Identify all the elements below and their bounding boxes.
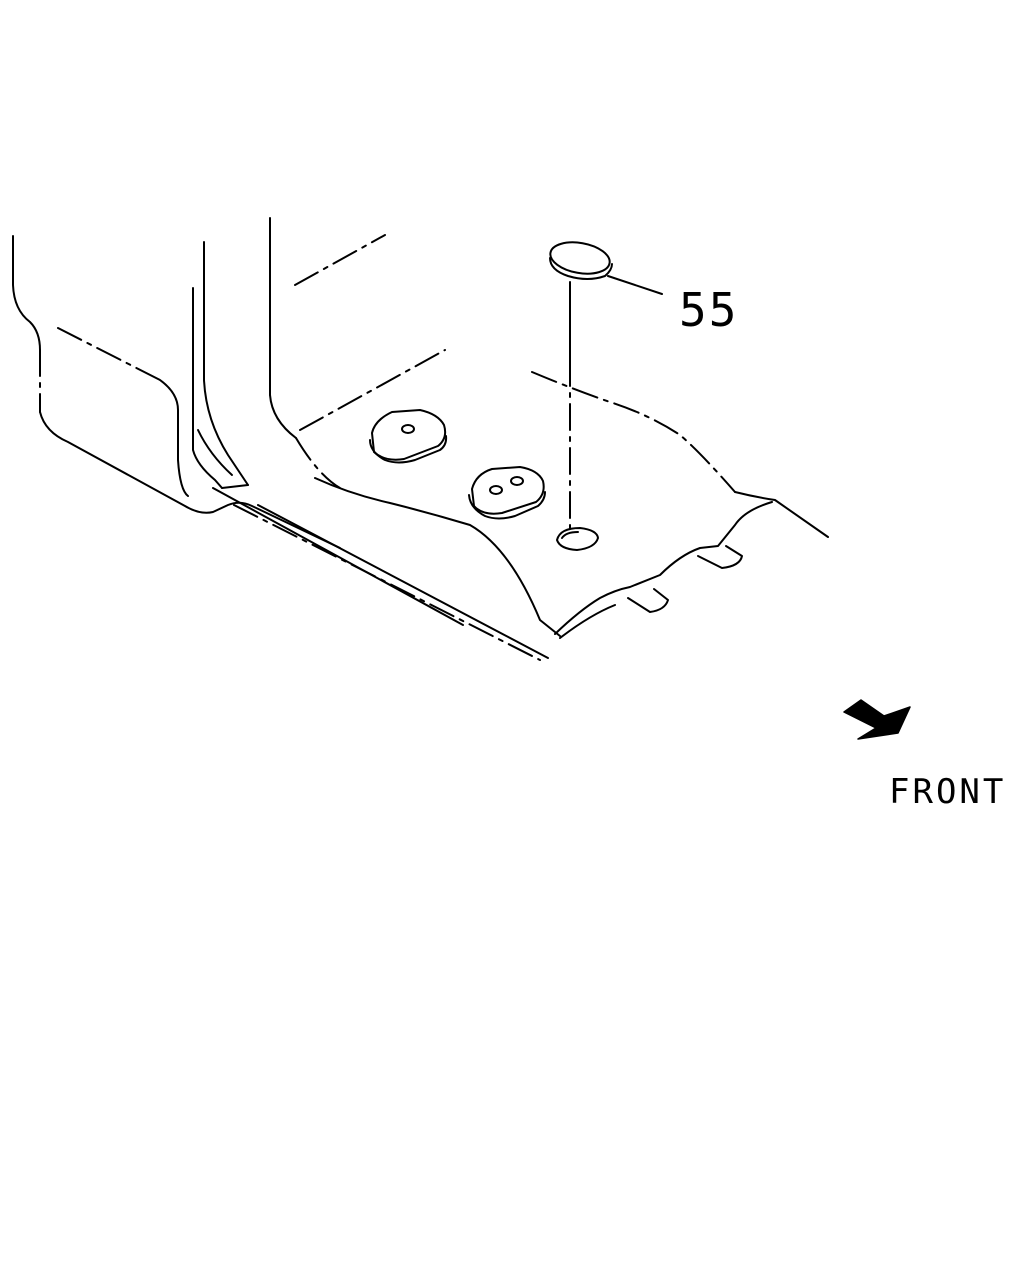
callout-55: 55 [607,275,738,337]
pillar-edges [192,217,341,489]
floor-hole [556,527,599,551]
bracket-pad-single-hole [369,409,448,464]
sill-lines [212,487,549,661]
callout-number: 55 [679,283,738,337]
plug-part-55 [549,241,613,280]
bracket-pad-double-hole [468,466,546,520]
floor-panel [294,234,829,639]
front-label: FRONT [889,772,1006,812]
front-indicator: FRONT [843,699,1006,812]
left-body-panel [12,235,341,549]
floor-tabs [627,545,743,613]
front-arrow-icon [843,699,911,740]
